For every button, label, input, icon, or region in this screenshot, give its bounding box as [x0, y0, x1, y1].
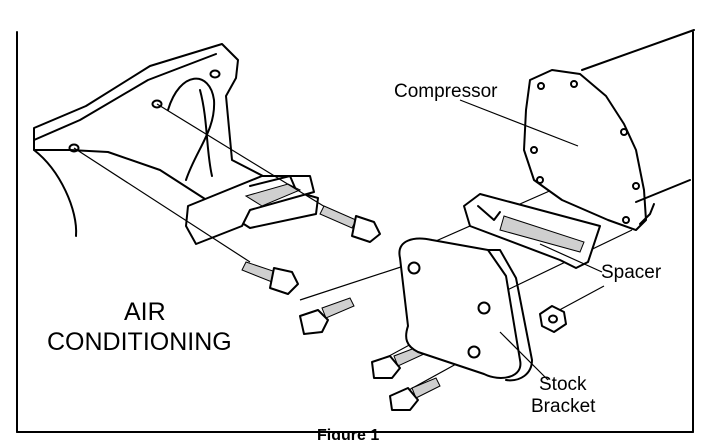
label-bracket: Bracket	[531, 396, 596, 417]
bolt-lower-2	[389, 377, 441, 411]
bolt-lower-left	[241, 261, 299, 295]
label-compressor: Compressor	[394, 81, 498, 102]
stock-bracket	[398, 237, 533, 382]
right-spacer	[463, 193, 601, 269]
label-air: AIR	[124, 298, 166, 326]
figure-caption: Figure 1	[317, 427, 379, 440]
bolt-center	[299, 297, 355, 335]
bolt-upper-left	[319, 205, 381, 243]
left-spacer	[185, 175, 315, 245]
compressor-body	[523, 29, 695, 231]
label-conditioning: CONDITIONING	[47, 328, 232, 356]
engine-mount-plate	[33, 43, 319, 237]
nut	[539, 305, 567, 333]
label-stock: Stock	[539, 374, 587, 395]
leader-lines	[459, 99, 603, 381]
frame-border	[16, 31, 694, 433]
label-spacer: Spacer	[601, 262, 662, 283]
